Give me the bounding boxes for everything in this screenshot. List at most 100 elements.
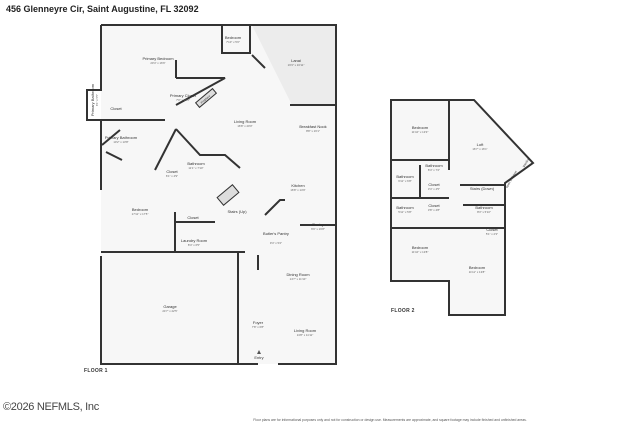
room-stairs-down: Stairs (Down) (470, 186, 495, 191)
svg-text:Bedroom: Bedroom (412, 125, 429, 130)
svg-text:5'11" x 5'8": 5'11" x 5'8" (398, 210, 412, 214)
svg-text:Dining Room: Dining Room (286, 272, 310, 277)
svg-text:3'8" x 4'8": 3'8" x 4'8" (428, 208, 440, 212)
svg-text:16'8" x 14'9": 16'8" x 14'9" (290, 188, 305, 192)
svg-text:Living Room: Living Room (294, 328, 317, 333)
room-closet-primary: Closet (110, 106, 122, 111)
svg-text:11'10" x 13'3": 11'10" x 13'3" (412, 130, 429, 134)
svg-text:Closet: Closet (110, 106, 122, 111)
svg-text:11'10" x 13'8": 11'10" x 13'8" (412, 250, 429, 254)
copyright-watermark: ©2026 NEFMLS, Inc (3, 401, 99, 413)
svg-text:Primary Closet: Primary Closet (170, 93, 197, 98)
svg-text:Foyer: Foyer (253, 320, 264, 325)
svg-text:Loft: Loft (477, 142, 485, 147)
floor-2-label: FLOOR 2 (391, 308, 415, 314)
svg-text:Lanai: Lanai (291, 58, 301, 63)
svg-text:Butler's Pantry: Butler's Pantry (263, 231, 289, 236)
svg-text:Entry: Entry (254, 355, 263, 360)
floor-2-walls (390, 99, 535, 316)
svg-text:13'8" x 11'11": 13'8" x 11'11" (297, 333, 313, 337)
fireplace-label: Fireplace (200, 94, 212, 105)
svg-text:16'7" x 16'1": 16'7" x 16'1" (472, 147, 487, 151)
svg-text:6'1" x 4'9": 6'1" x 4'9" (166, 174, 178, 178)
svg-text:Bathroom: Bathroom (396, 205, 414, 210)
room-stairs-up: Stairs (Up) (227, 209, 247, 214)
floor-1-label: FLOOR 1 (84, 368, 108, 374)
svg-text:Closet: Closet (486, 227, 498, 232)
svg-text:11'1" x 7'10": 11'1" x 7'10" (188, 166, 203, 170)
listing-address: 456 Glenneyre Cir, Saint Augustine, FL 3… (6, 4, 199, 14)
svg-text:Window: Window (522, 156, 531, 168)
svg-text:16'8" x 20'0": 16'8" x 20'0" (237, 124, 252, 128)
svg-text:Bathroom: Bathroom (425, 163, 443, 168)
svg-text:8'4" x 6'5": 8'4" x 6'5" (188, 243, 200, 247)
svg-text:Bathroom: Bathroom (187, 161, 205, 166)
svg-text:Pantry: Pantry (312, 222, 324, 227)
svg-text:Kitchen: Kitchen (291, 183, 304, 188)
svg-text:9'4" x 5'2": 9'4" x 5'2" (270, 241, 282, 245)
svg-text:7'8" x 6'8": 7'8" x 6'8" (252, 325, 264, 329)
svg-text:8'3" x 5'10": 8'3" x 5'10" (477, 210, 491, 214)
room-window: Window (522, 156, 531, 168)
svg-text:8'4" x 7'2": 8'4" x 7'2" (428, 168, 440, 172)
svg-text:8'8" x 16'1": 8'8" x 16'1" (306, 129, 320, 133)
svg-text:5'1" x 2'3": 5'1" x 2'3" (486, 232, 498, 236)
svg-text:Stairs (Up): Stairs (Up) (227, 209, 247, 214)
svg-text:Closet: Closet (166, 169, 178, 174)
disclaimer: Floor plans are for informational purpos… (253, 418, 527, 422)
svg-text:Bathroom: Bathroom (396, 174, 414, 179)
svg-text:Garage: Garage (163, 304, 177, 309)
svg-text:17'11" x 17'5": 17'11" x 17'5" (132, 212, 149, 216)
svg-text:Bedroom: Bedroom (469, 265, 486, 270)
svg-text:Closet: Closet (428, 203, 440, 208)
svg-text:Bathroom: Bathroom (475, 205, 493, 210)
entry: Entry (254, 350, 264, 360)
svg-text:Breakfast Nook: Breakfast Nook (299, 124, 326, 129)
svg-text:Stairs (Down): Stairs (Down) (470, 186, 495, 191)
svg-text:7'10" x 5'0": 7'10" x 5'0" (226, 40, 240, 44)
svg-text:Primary Bedroom: Primary Bedroom (142, 56, 174, 61)
svg-text:16'3" x 16'11": 16'3" x 16'11" (288, 63, 305, 67)
svg-text:20'4" x 16'6": 20'4" x 16'6" (150, 61, 165, 65)
svg-text:Bedroom: Bedroom (225, 35, 242, 40)
svg-text:Bedroom: Bedroom (132, 207, 149, 212)
room-closet-laundry: Closet (187, 215, 199, 220)
svg-text:Laundry Room: Laundry Room (181, 238, 208, 243)
svg-text:Bedroom: Bedroom (412, 245, 429, 250)
svg-text:3'4" x 4'5": 3'4" x 4'5" (428, 187, 440, 191)
svg-text:Primary Bathroom: Primary Bathroom (105, 135, 138, 140)
floor-1-walls (86, 24, 337, 365)
entry-arrow-icon (257, 350, 261, 354)
svg-text:14'7" x 11'10": 14'7" x 11'10" (290, 277, 307, 281)
svg-text:Closet: Closet (187, 215, 199, 220)
svg-text:11'11" x 13'8": 11'11" x 13'8" (469, 270, 485, 274)
